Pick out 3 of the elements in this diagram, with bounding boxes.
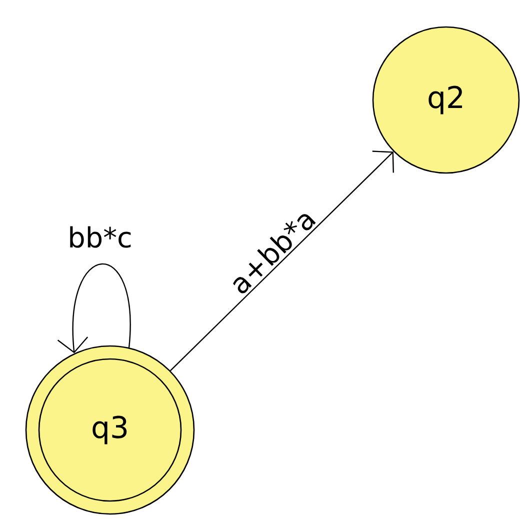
self-loop-arrow [57,264,131,354]
edge-label: bb*c [70,226,131,248]
arrow [170,150,394,372]
